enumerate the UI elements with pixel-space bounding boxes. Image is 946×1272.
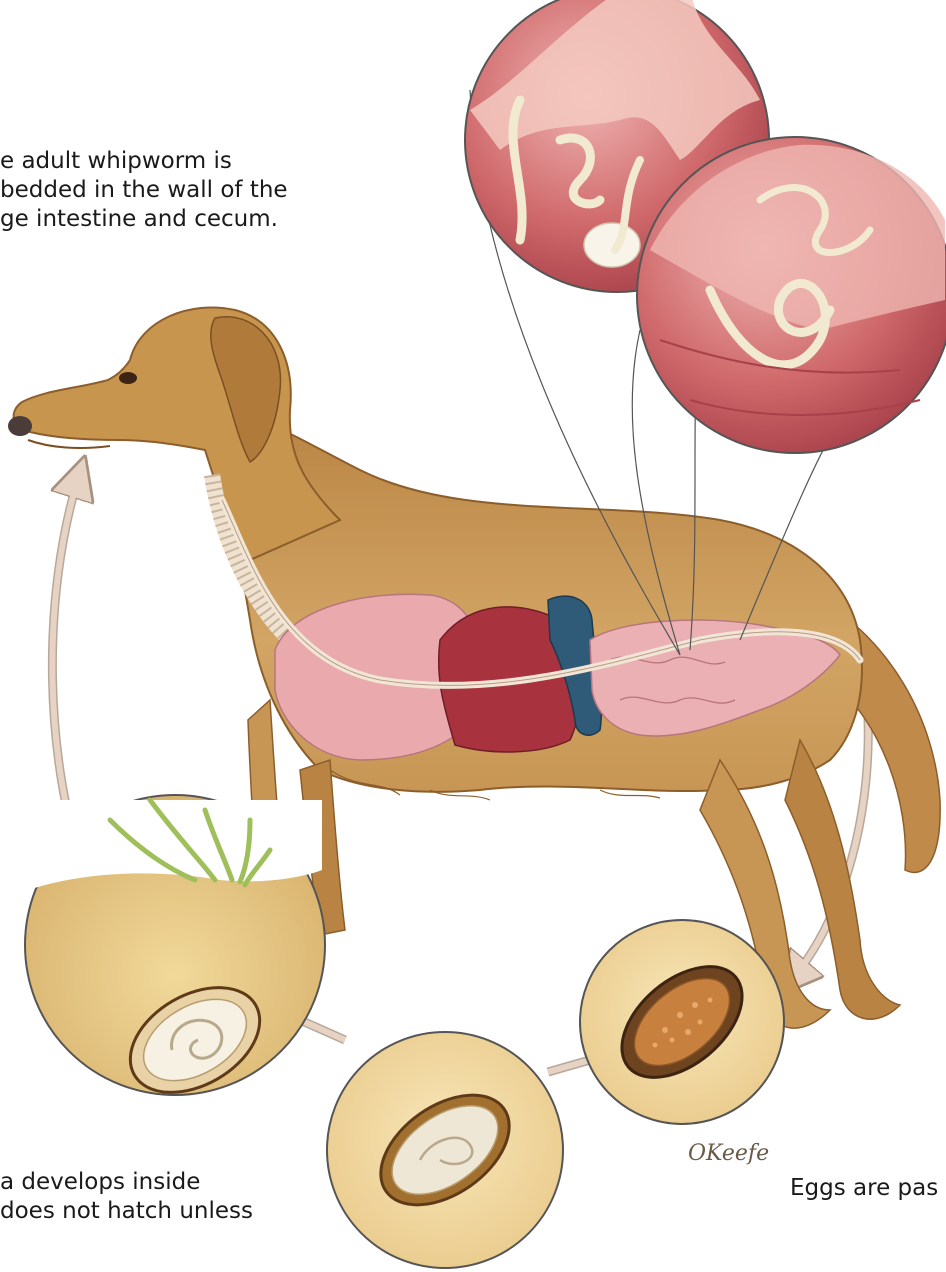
larva-egg-in-soil bbox=[25, 795, 325, 1114]
passed-egg bbox=[580, 920, 784, 1124]
caption-line: bedded in the wall of the bbox=[0, 176, 288, 205]
developing-egg bbox=[327, 1032, 563, 1268]
caption-line: Eggs are pas bbox=[790, 1174, 938, 1203]
caption-line: ge intestine and cecum. bbox=[0, 205, 288, 234]
magnified-view-worms-2 bbox=[637, 137, 946, 453]
caption-line: does not hatch unless bbox=[0, 1197, 253, 1226]
larva-develops-caption: a develops inside does not hatch unless bbox=[0, 1168, 253, 1226]
caption-line: e adult whipworm is bbox=[0, 147, 288, 176]
artist-signature: OKeefe bbox=[688, 1141, 769, 1166]
caption-line: a develops inside bbox=[0, 1168, 253, 1197]
adult-whipworm-caption: e adult whipworm is bedded in the wall o… bbox=[0, 147, 288, 234]
eggs-passed-caption: Eggs are pas bbox=[790, 1174, 938, 1203]
